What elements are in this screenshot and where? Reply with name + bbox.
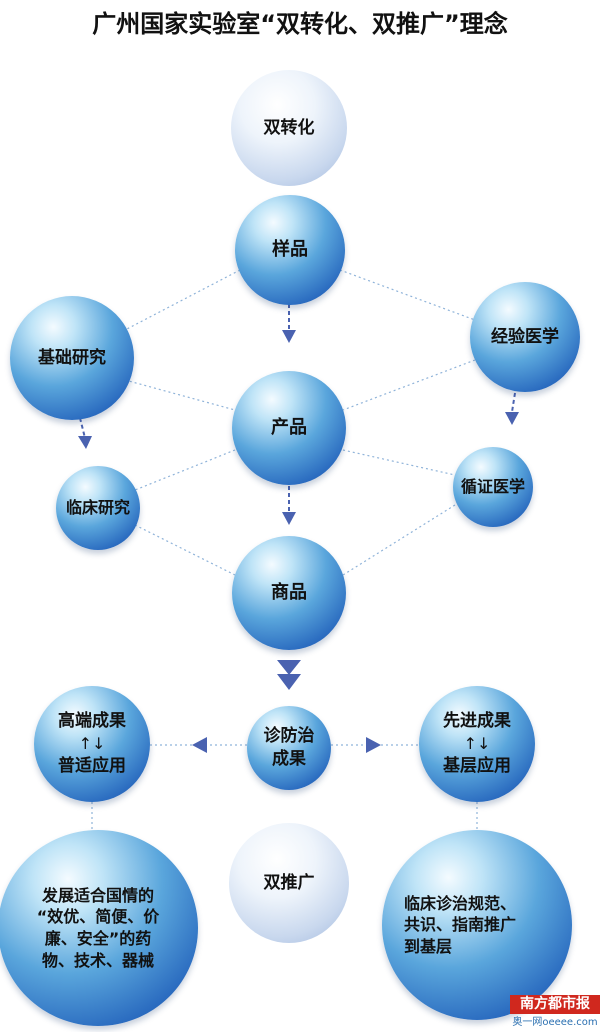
- node-text-line: 临床诊治规范、: [404, 893, 517, 913]
- link-chanpin-xunzheng: [342, 449, 456, 476]
- node-label: 商品: [271, 581, 307, 603]
- arrow-right: [366, 737, 381, 753]
- node-fazhan: 发展适合国情的 “效优、简便、价 廉、安全”的药 物、技术、器械: [0, 830, 198, 1026]
- arrow-left: [192, 737, 207, 753]
- link-jichu-chanpin: [124, 379, 236, 411]
- node-text-line: 物、技术、器械: [41, 950, 154, 970]
- node-label-bottom: 普适应用: [58, 755, 126, 776]
- diagram-title: 广州国家实验室“双转化、双推广”理念: [92, 10, 508, 38]
- node-label: 临床研究: [65, 498, 130, 518]
- node-shuangzhuanhua: 双转化: [231, 70, 347, 186]
- node-label-bottom: 成果: [272, 749, 306, 769]
- node-jingyan: 经验医学: [470, 282, 580, 392]
- link-xunzheng-shangpin: [342, 504, 456, 576]
- arrow-yangpin-chanpin: [282, 330, 296, 343]
- arrow-chanpin-shangpin: [282, 512, 296, 525]
- link-chanpin-linchuang: [134, 449, 236, 491]
- node-label-top: 诊防治: [263, 726, 315, 747]
- node-linchuang: 临床研究: [56, 466, 140, 550]
- node-label-bottom: 基层应用: [443, 755, 511, 776]
- node-xianjin: 先进成果 ↑↓ 基层应用: [419, 686, 535, 802]
- link-yangpin-jichu: [124, 269, 241, 331]
- logo-sub: 奥一网oeeee.com: [512, 1017, 598, 1028]
- node-xunzheng: 循证医学: [453, 447, 533, 527]
- node-label: 经验医学: [491, 326, 559, 347]
- newspaper-logo: 南方都市报 奥一网oeeee.com: [510, 995, 600, 1032]
- node-jichu: 基础研究: [10, 296, 134, 420]
- logo-name: 南方都市报: [510, 995, 600, 1014]
- node-text-line: “效优、简便、价: [36, 907, 160, 927]
- link-yangpin-jingyan: [339, 269, 476, 321]
- node-gaoduan: 高端成果 ↑↓ 普适应用: [34, 686, 150, 802]
- arrow-jichu-linchuang: [78, 436, 92, 449]
- node-text-line: 廉、安全”的药: [44, 929, 152, 948]
- arrow-big-down: [277, 660, 301, 675]
- link-jingyan-chanpin: [342, 359, 476, 411]
- node-label: 基础研究: [38, 347, 106, 368]
- node-text-line: 共识、指南推广: [404, 915, 517, 935]
- swap-arrows-icon: ↑↓: [463, 734, 491, 754]
- node-linchuang-zhenzhi: 临床诊治规范、 共识、指南推广 到基层: [382, 830, 572, 1020]
- node-label-top: 先进成果: [443, 711, 511, 732]
- node-label: 双转化: [263, 117, 315, 138]
- node-chanpin: 产品: [232, 371, 346, 485]
- node-label-top: 高端成果: [58, 711, 126, 732]
- node-shuangtuiguang: 双推广: [229, 823, 349, 943]
- node-label: 双推广: [263, 872, 315, 893]
- node-text-line: 发展适合国情的: [41, 885, 154, 905]
- swap-arrows-icon: ↑↓: [78, 734, 106, 754]
- arrow-jingyan-xunzheng: [505, 412, 519, 425]
- node-yangpin: 样品: [235, 195, 345, 305]
- link-linchuang-shangpin: [134, 524, 236, 576]
- node-zhenfang: 诊防治 成果: [247, 706, 331, 790]
- node-label: 循证医学: [460, 477, 525, 497]
- node-label: 产品: [271, 416, 307, 438]
- node-label: 样品: [272, 238, 308, 260]
- node-text-line: 到基层: [404, 936, 453, 956]
- node-shangpin: 商品: [232, 536, 346, 650]
